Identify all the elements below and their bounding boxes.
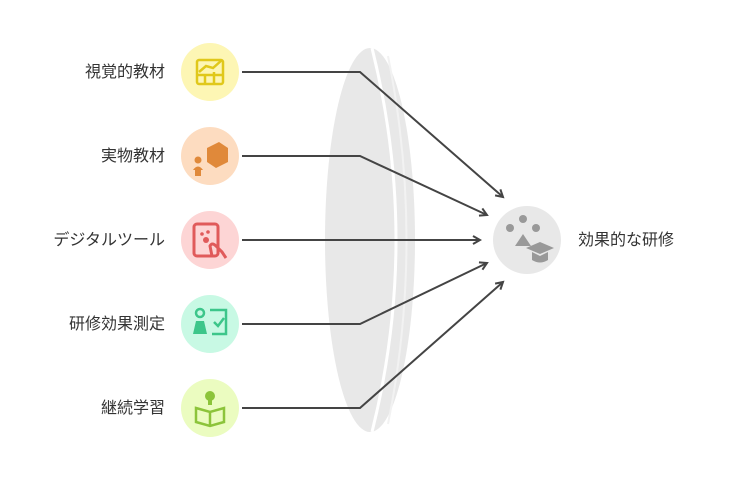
- presenter-check-icon: [193, 307, 228, 336]
- input-node: [181, 379, 239, 437]
- input-node: [181, 211, 239, 269]
- connector-arrow: [242, 71, 503, 197]
- shapes-graduation-cap-icon: [506, 215, 554, 263]
- reading-lightbulb-icon: [194, 391, 226, 428]
- input-label: 研修効果測定: [68, 314, 165, 333]
- input-node: [181, 43, 239, 101]
- person-box-icon: [193, 142, 228, 176]
- tablet-touch-icon: [192, 222, 228, 259]
- input-label: デジタルツール: [53, 230, 165, 249]
- connector-arrow: [242, 282, 503, 409]
- output-label: 効果的な研修: [578, 230, 675, 249]
- input-label: 視覚的教材: [84, 62, 165, 81]
- input-label: 継続学習: [100, 398, 165, 417]
- chart-board-icon: [195, 58, 225, 86]
- input-node: [181, 295, 239, 353]
- connector-arrow: [242, 263, 487, 325]
- input-label: 実物教材: [100, 146, 165, 165]
- connector-arrow: [242, 155, 487, 215]
- input-node: [181, 127, 239, 185]
- output-node: [493, 206, 561, 274]
